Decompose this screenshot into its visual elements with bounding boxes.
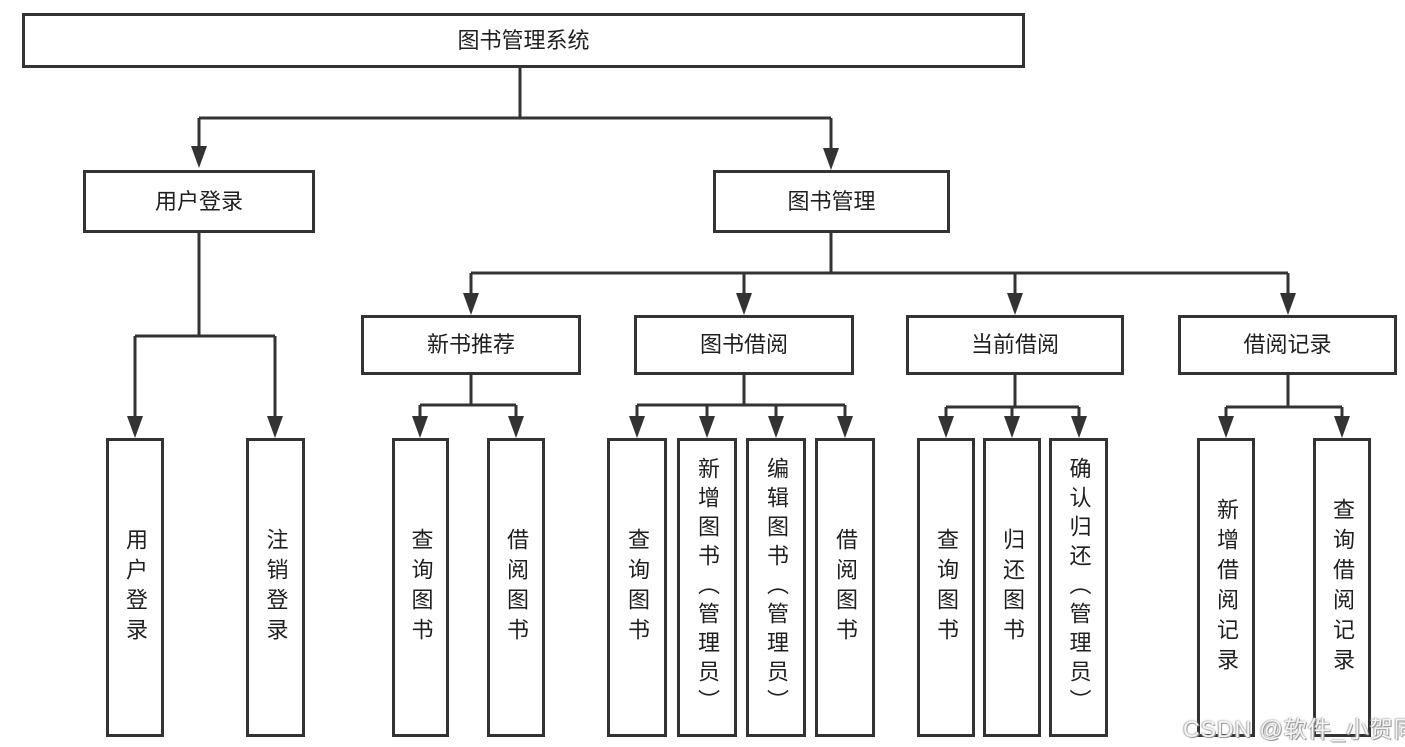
node-user-login: 用户登录: [83, 170, 315, 233]
leaf-query-books-current: 查询图书: [917, 438, 975, 737]
leaf-return-books: 归还图书: [983, 438, 1041, 737]
node-current-borrowing: 当前借阅: [906, 315, 1124, 375]
leaf-query-books-rec: 查询图书: [392, 438, 449, 737]
leaf-logout: 注销登录: [246, 438, 305, 737]
leaf-add-borrow-record: 新增借阅记录: [1197, 438, 1255, 737]
node-borrowing-records: 借阅记录: [1178, 315, 1397, 375]
leaf-edit-books-admin: 编辑图书（管理员）: [746, 438, 806, 737]
csdn-watermark: CSDN @软件_小贺同学: [1183, 716, 1405, 742]
leaf-query-borrow-record: 查询借阅记录: [1313, 438, 1371, 737]
leaf-query-books-borrow: 查询图书: [607, 438, 667, 737]
leaf-add-books-admin: 新增图书（管理员）: [677, 438, 737, 737]
node-new-book-recommendation: 新书推荐: [361, 315, 581, 375]
leaf-confirm-return-admin: 确认归还（管理员）: [1049, 438, 1108, 737]
node-root-system: 图书管理系统: [22, 13, 1025, 68]
leaf-borrow-books-borrow: 借阅图书: [815, 438, 875, 737]
node-book-borrowing: 图书借阅: [634, 315, 854, 375]
leaf-user-login: 用户登录: [106, 438, 164, 737]
node-book-management: 图书管理: [713, 170, 950, 233]
leaf-borrow-books-rec: 借阅图书: [487, 438, 545, 737]
